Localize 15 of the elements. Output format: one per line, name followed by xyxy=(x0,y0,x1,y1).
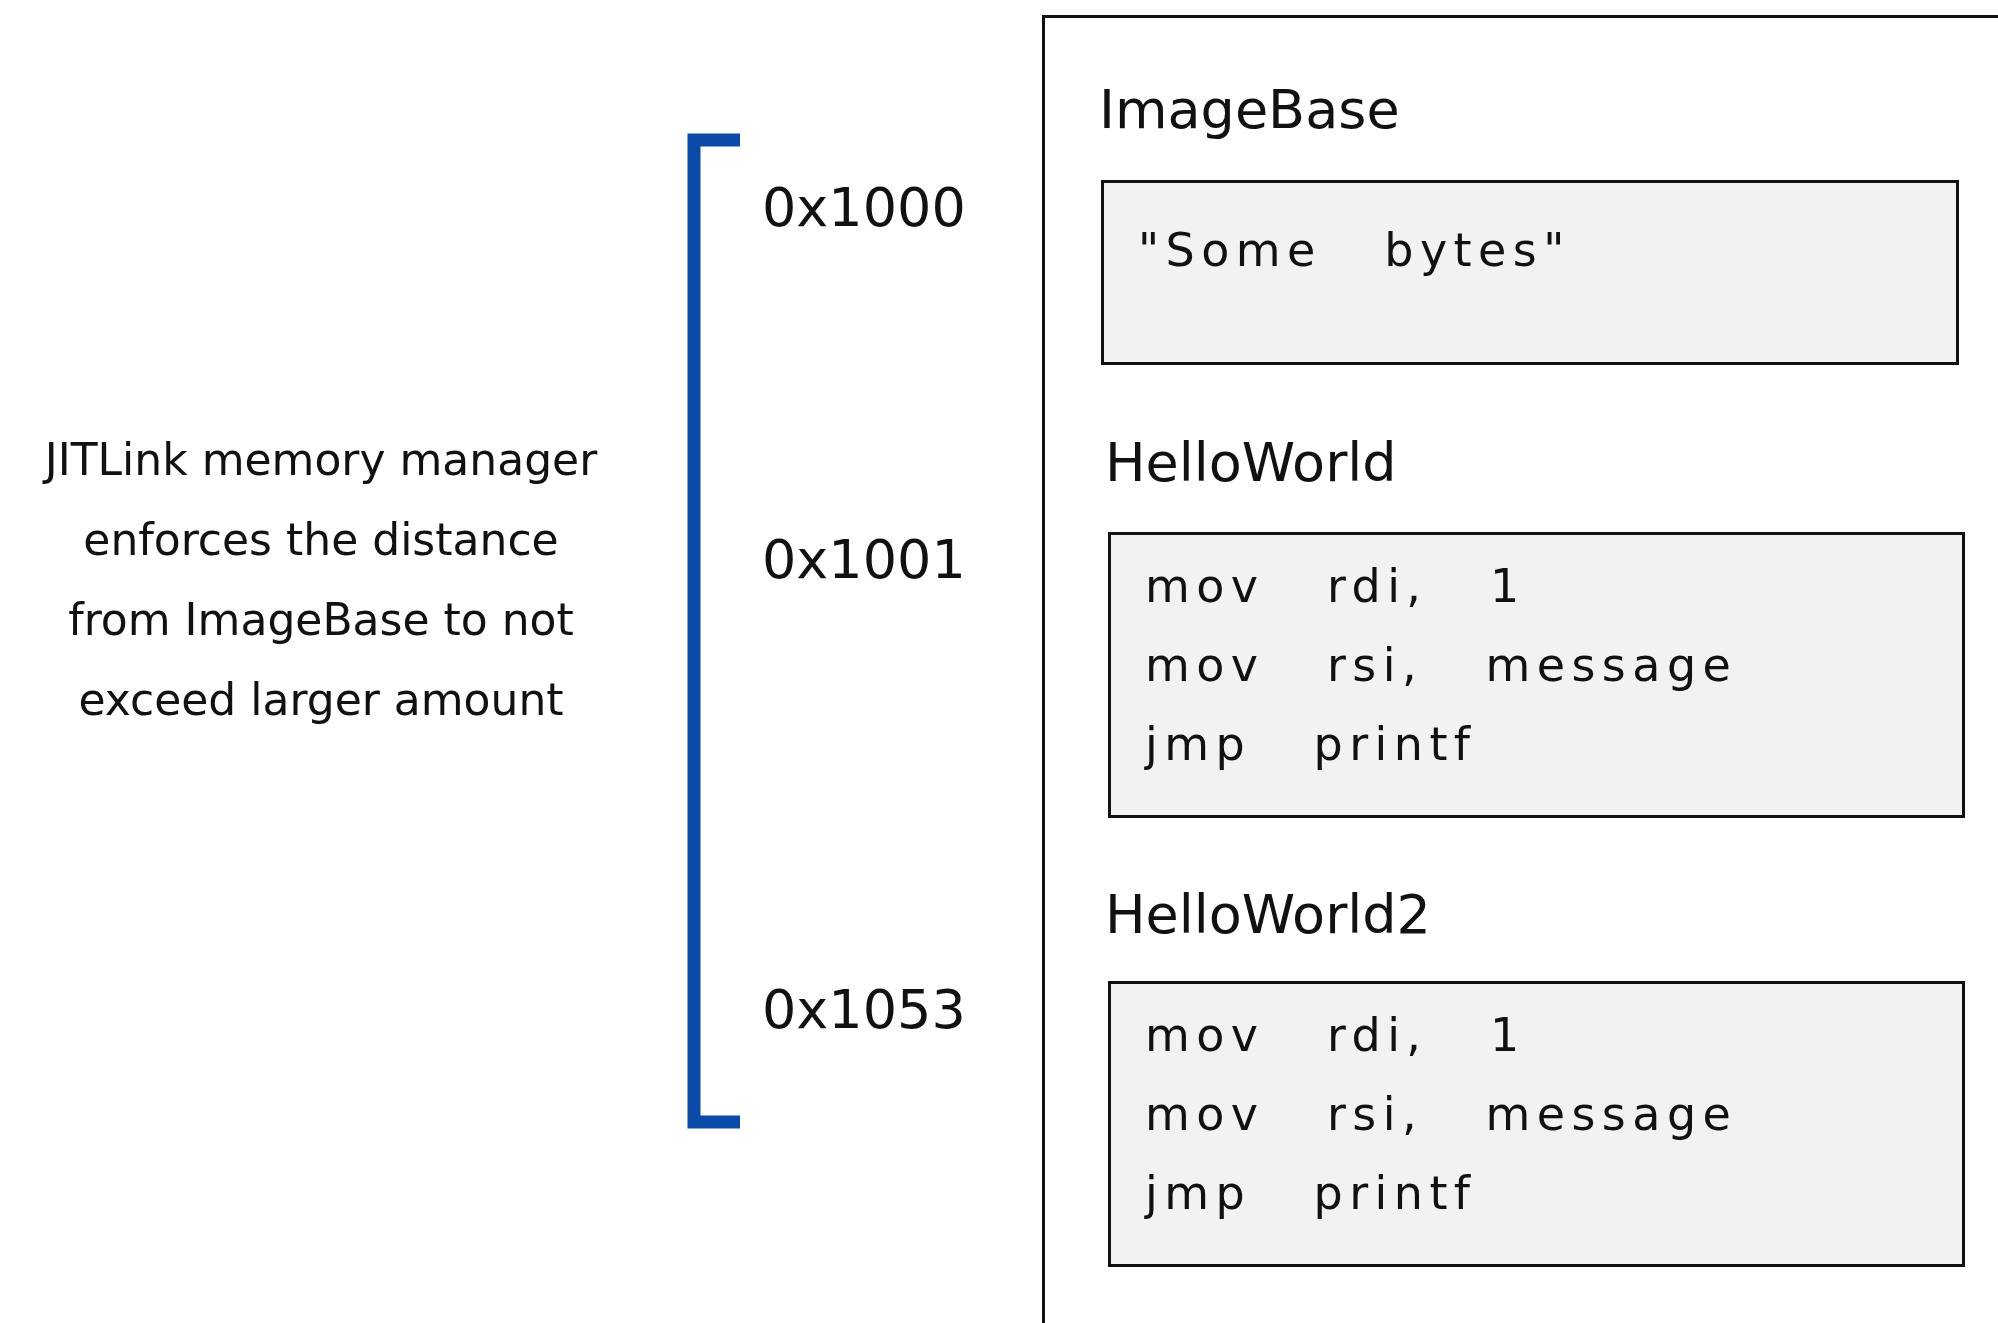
code-line: jmp printf xyxy=(1145,717,1477,773)
address-label: 0x1000 xyxy=(762,176,966,239)
memory-region-box xyxy=(1042,15,1998,1323)
code-line: mov rsi, message xyxy=(1145,1087,1738,1143)
code-line: mov rdi, 1 xyxy=(1145,559,1526,615)
section-heading: ImageBase xyxy=(1099,78,1400,143)
code-line: jmp printf xyxy=(1145,1166,1477,1222)
annotation-text: JITLink memory manager enforces the distance from ImageBase to not exceed larger amount xyxy=(41,433,599,727)
address-label: 0x1053 xyxy=(762,978,966,1041)
address-label: 0x1001 xyxy=(762,528,966,591)
code-line: mov rsi, message xyxy=(1145,638,1738,694)
section-heading: HelloWorld2 xyxy=(1105,883,1431,948)
byte-string: "Some bytes" xyxy=(1138,223,1571,279)
section-heading: HelloWorld xyxy=(1105,431,1397,496)
code-line: mov rdi, 1 xyxy=(1145,1008,1526,1064)
